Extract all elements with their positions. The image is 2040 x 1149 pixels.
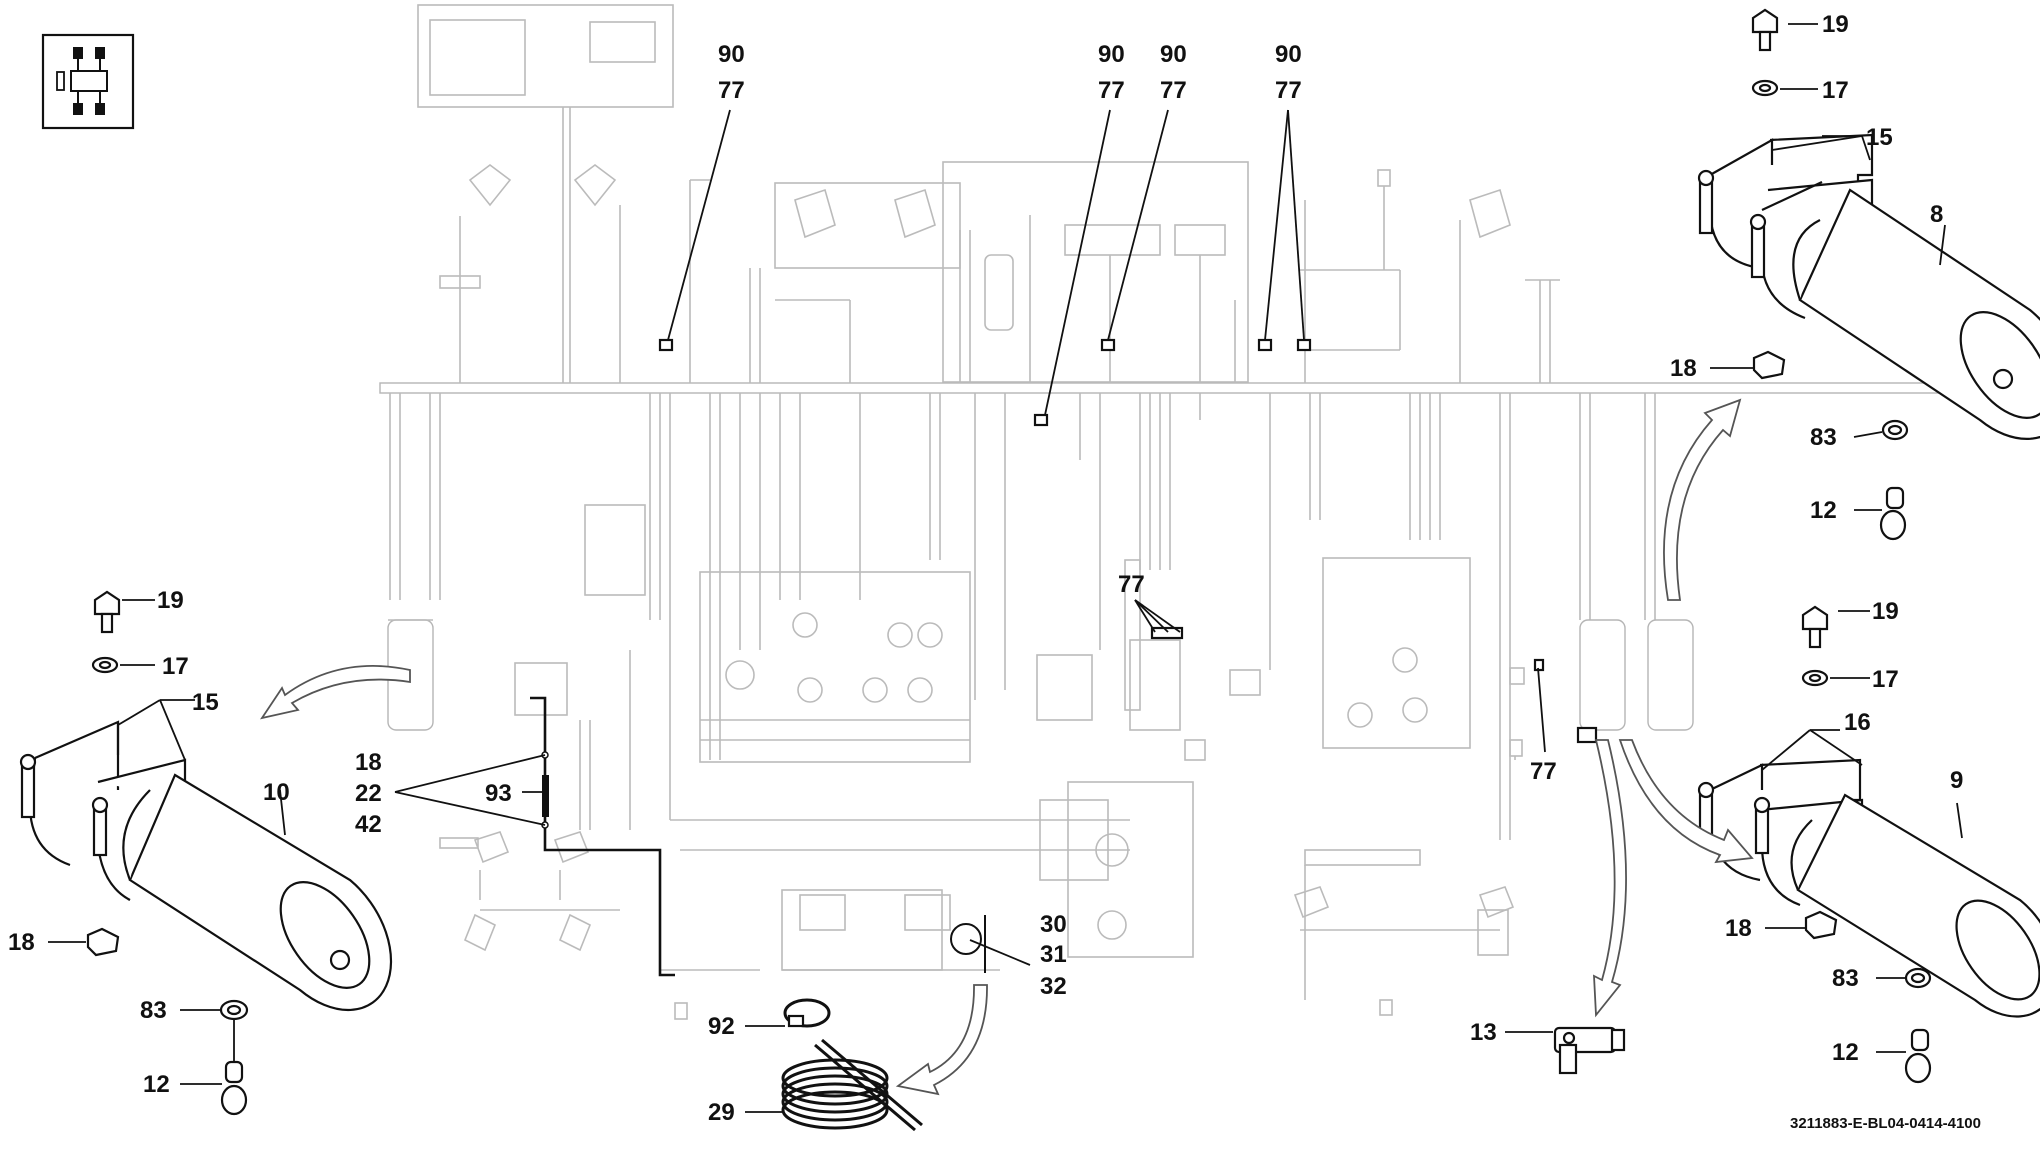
callout-rl-valve: 12: [1832, 1039, 1859, 1066]
callout-connector-3: 42: [355, 811, 382, 838]
tee-fitting: [1553, 1026, 1626, 1075]
callout-connector-2: 22: [355, 780, 382, 807]
callout-top-1-upper: 90: [718, 41, 745, 68]
callout-l-bolt: 19: [157, 587, 184, 614]
callout-top-1-lower: 77: [718, 77, 745, 104]
callout-ru-seal: 83: [1810, 424, 1837, 451]
callout-labels: 90 77 90 77 90 77 90 77 19 17 15 8 18 83…: [8, 11, 1981, 1132]
callout-rl-clamp: 16: [1844, 709, 1871, 736]
tank-assembly-8: [1697, 8, 2040, 541]
callout-top-4-lower: 77: [1275, 77, 1302, 104]
callout-rl-bolt: 19: [1872, 598, 1899, 625]
tank-assembly-10: [19, 590, 393, 1116]
callout-ru-pad: 18: [1670, 355, 1697, 382]
callout-coil-1: 30: [1040, 911, 1067, 938]
callout-connector-1: 18: [355, 749, 382, 776]
pointer-arrows: [260, 398, 1754, 1096]
tubing-coil: [781, 1038, 923, 1132]
leader-lines: [48, 23, 1963, 1113]
callout-line-section: 93: [485, 780, 512, 807]
callout-ru-bolt: 19: [1822, 11, 1849, 38]
callout-top-3-lower: 77: [1160, 77, 1187, 104]
tank-fitting: [1576, 726, 1598, 744]
highlighted-air-line: [530, 696, 675, 977]
callout-ru-tank: 8: [1930, 201, 1943, 228]
callout-rl-tank: 9: [1950, 767, 1963, 794]
callout-rl-washer: 17: [1872, 666, 1899, 693]
callout-top-3-upper: 90: [1160, 41, 1187, 68]
tank-assembly-9: [1697, 605, 2040, 1084]
callout-ru-washer: 17: [1822, 77, 1849, 104]
callout-coil-2: 31: [1040, 941, 1067, 968]
callout-top-2-lower: 77: [1098, 77, 1125, 104]
coil-loop: [950, 915, 986, 973]
callout-l-tank: 10: [263, 779, 290, 806]
callout-top-4-upper: 90: [1275, 41, 1302, 68]
callout-center-77: 77: [1118, 571, 1145, 598]
axle-layout-icon: [41, 33, 135, 130]
callout-l-valve: 12: [143, 1071, 170, 1098]
callout-l-washer: 17: [162, 653, 189, 680]
callout-ru-valve: 12: [1810, 497, 1837, 524]
callout-right-77: 77: [1530, 758, 1557, 785]
callout-coil-3: 32: [1040, 973, 1067, 1000]
callout-hose-clamp: 92: [708, 1013, 735, 1040]
callout-l-seal: 83: [140, 997, 167, 1024]
callout-tubing-coil: 29: [708, 1099, 735, 1126]
reference-code: 3211883-E-BL04-0414-4100: [1790, 1115, 1981, 1132]
callout-l-pad: 18: [8, 929, 35, 956]
callout-l-clamp: 15: [192, 689, 219, 716]
callout-ru-clamp: 15: [1866, 124, 1893, 151]
callout-tee-fitting: 13: [1470, 1019, 1497, 1046]
background-schematic: [379, 4, 2036, 1020]
hose-clamp: [783, 998, 831, 1028]
callout-rl-pad: 18: [1725, 915, 1752, 942]
callout-top-2-upper: 90: [1098, 41, 1125, 68]
callout-rl-seal: 83: [1832, 965, 1859, 992]
